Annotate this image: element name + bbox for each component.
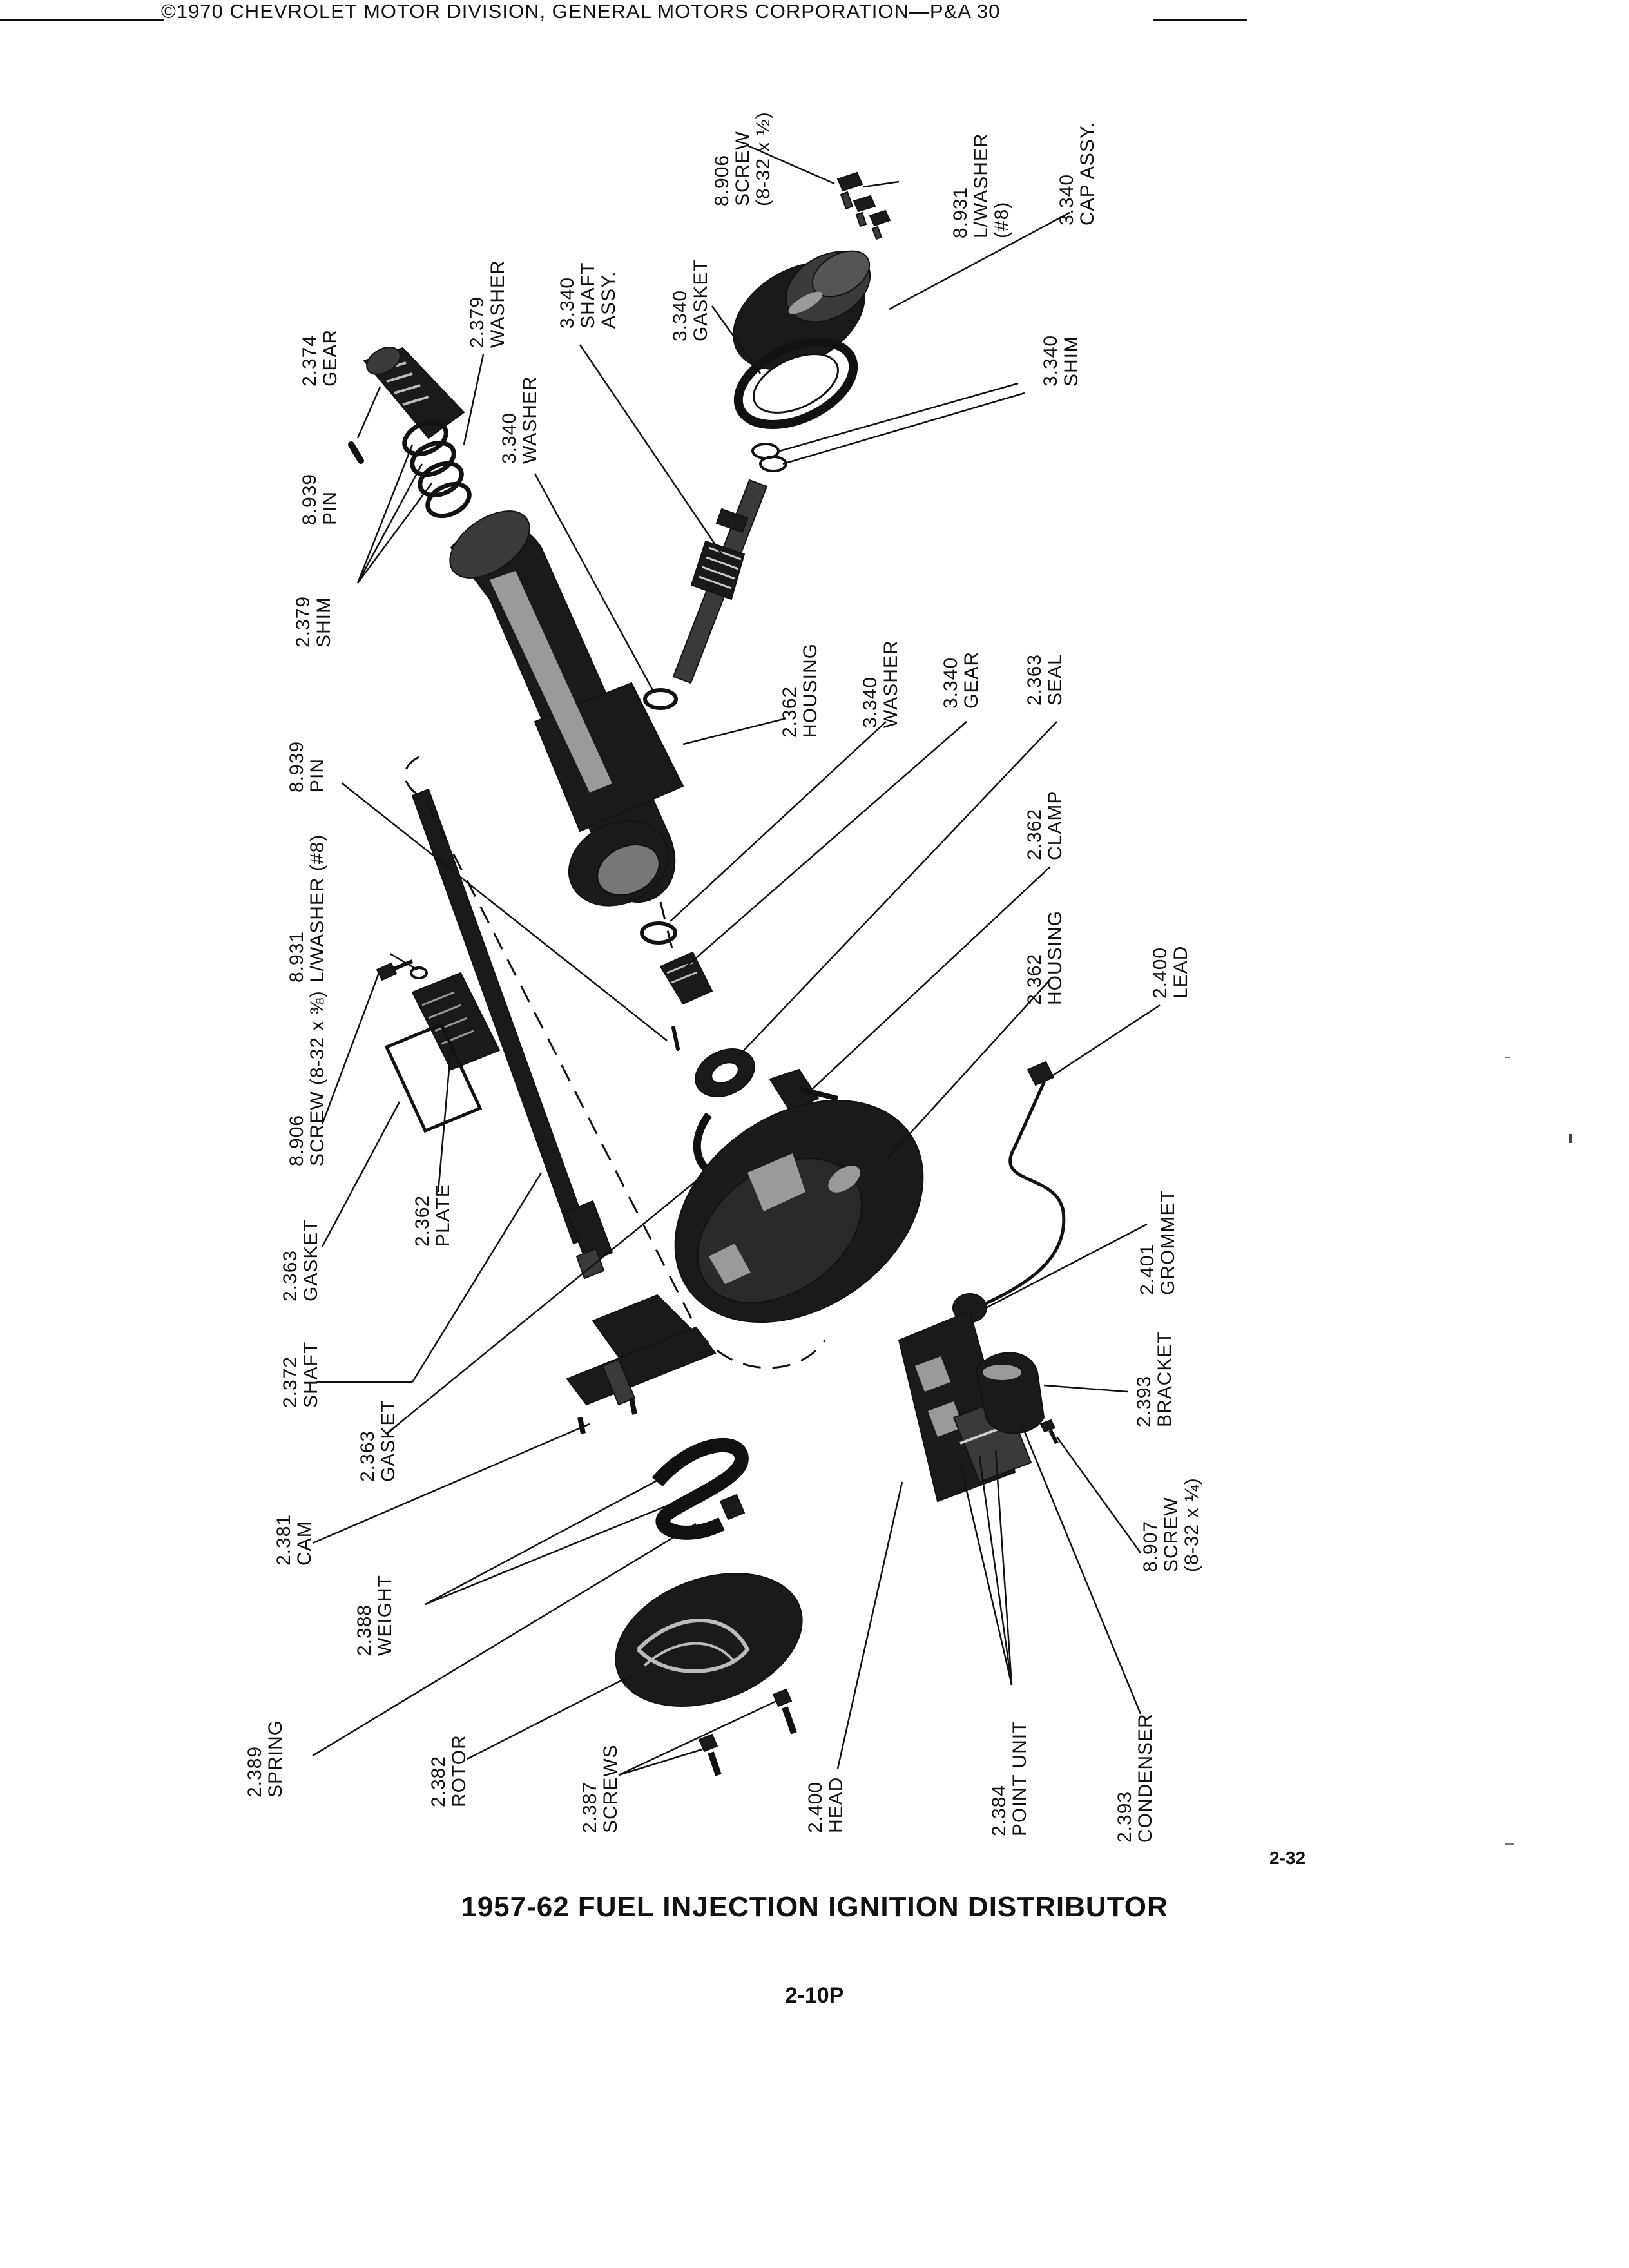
copyright-rule-right <box>1153 19 1247 21</box>
rotor-part <box>615 1573 803 1707</box>
callout-cap-screw: 8.906SCREW(8-32 x ½) <box>711 111 774 206</box>
cam-part <box>566 1294 717 1434</box>
copyright-line: ©1970 CHEVROLET MOTOR DIVISION, GENERAL … <box>0 0 1247 26</box>
upper-shaft-assembly-part <box>672 479 768 684</box>
callout-head: 2.400HEAD <box>805 1777 847 1833</box>
callout-shim-upper: 3.340SHIM <box>1040 335 1082 387</box>
callout-weight: 2.388WEIGHT <box>354 1575 396 1656</box>
lower-washer-part <box>640 921 677 945</box>
page-title: 1957-62 FUEL INJECTION IGNITION DISTRIBU… <box>461 1891 1168 1923</box>
callout-plate-gasket: 2.363GASKET <box>280 1219 322 1302</box>
callout-rotor-screws: 2.387SCREWS <box>579 1744 621 1833</box>
gear-pin-part <box>348 441 364 464</box>
scan-mark <box>1505 1843 1514 1845</box>
callout-cap-lockwasher: 8.931L/WASHER(#8) <box>950 133 1012 238</box>
callout-plate-screw: 8.906SCREW (8-32 x ⅜) <box>286 990 328 1166</box>
callout-washer-upper: 2.379WASHER <box>467 260 508 348</box>
callout-main-shaft: 2.372SHAFT <box>280 1341 322 1408</box>
scan-mark <box>1505 1057 1510 1058</box>
copyright-text: ©1970 CHEVROLET MOTOR DIVISION, GENERAL … <box>161 0 1001 23</box>
bracket-screw-part <box>1039 1419 1059 1445</box>
callout-shaft-pin: 8.939PIN <box>286 741 328 793</box>
callout-grommet: 2.401GROMMET <box>1137 1189 1179 1295</box>
callout-gear: 2.374GEAR <box>299 329 341 387</box>
lower-housing-part <box>674 1099 924 1323</box>
callout-seal: 2.363SEAL <box>1024 653 1066 706</box>
callout-cap-gasket: 3.340GASKET <box>670 259 711 341</box>
callout-rotor: 2.382ROTOR <box>428 1735 470 1807</box>
cap-gasket-part <box>733 337 858 430</box>
advance-weights-part <box>651 1438 749 1540</box>
callout-lower-washer: 3.340WASHER <box>860 640 901 728</box>
callout-spring: 2.389SPRING <box>244 1720 286 1798</box>
scan-mark <box>1569 1134 1572 1143</box>
callout-point-unit: 2.384POINT UNIT <box>988 1721 1030 1836</box>
callout-bracket: 2.393BRACKET <box>1133 1331 1175 1427</box>
cap-screws-part <box>836 171 891 240</box>
lead-wire-part <box>975 1061 1066 1310</box>
cover-plate-part <box>411 972 501 1071</box>
callout-bracket-screw: 8.907SCREW(8-32 x ¼) <box>1140 1477 1202 1572</box>
cover-screw-part <box>376 959 428 981</box>
gear-shims-part <box>402 419 472 519</box>
shaft-shims-part <box>751 443 787 472</box>
housing-washer-part <box>643 688 678 710</box>
page-code: 2-10P <box>785 1983 844 2008</box>
cap-assembly-part <box>733 250 871 370</box>
driven-gear-part <box>659 951 713 1051</box>
upper-housing-part <box>449 510 684 907</box>
callout-shaft-washer: 3.340WASHER <box>499 376 541 464</box>
condenser-bracket-part <box>975 1352 1045 1434</box>
callout-condenser: 2.393CONDENSER <box>1114 1713 1156 1843</box>
callout-lower-housing: 2.362HOUSING <box>1024 910 1066 1005</box>
callout-shaft-assy: 3.340SHAFTASSY. <box>557 262 619 329</box>
copyright-rule-left <box>0 19 164 21</box>
main-shaft-part <box>411 788 613 1280</box>
callout-plate: 2.362PLATE <box>412 1184 454 1247</box>
rotor-screws-part <box>698 1688 797 1776</box>
cover-gasket-part <box>384 1022 483 1133</box>
callout-gear-shim: 2.379SHIM <box>293 596 334 648</box>
callout-gear-pin: 8.939PIN <box>299 474 341 525</box>
callout-clamp: 2.362CLAMP <box>1024 791 1066 860</box>
callout-driven-gear: 3.340GEAR <box>940 651 982 709</box>
drive-gear-part <box>363 347 465 439</box>
leader-lines <box>312 144 1161 1776</box>
callout-upper-housing: 2.362HOUSING <box>779 643 821 738</box>
callout-labels: 8.906SCREW(8-32 x ½) 8.931L/WASHER(#8) 3… <box>244 111 1202 1843</box>
callout-cap-assy: 3.340CAP ASSY. <box>1056 122 1098 226</box>
callout-cam: 2.381CAM <box>273 1514 315 1566</box>
callout-housing-gasket: 2.363GASKET <box>357 1399 399 1482</box>
callout-lead: 2.400LEAD <box>1150 946 1191 999</box>
callout-plate-lockwasher: 8.931L/WASHER (#8) <box>286 834 328 983</box>
seal-part <box>695 1048 755 1097</box>
figure-number: 2-32 <box>1269 1848 1306 1868</box>
